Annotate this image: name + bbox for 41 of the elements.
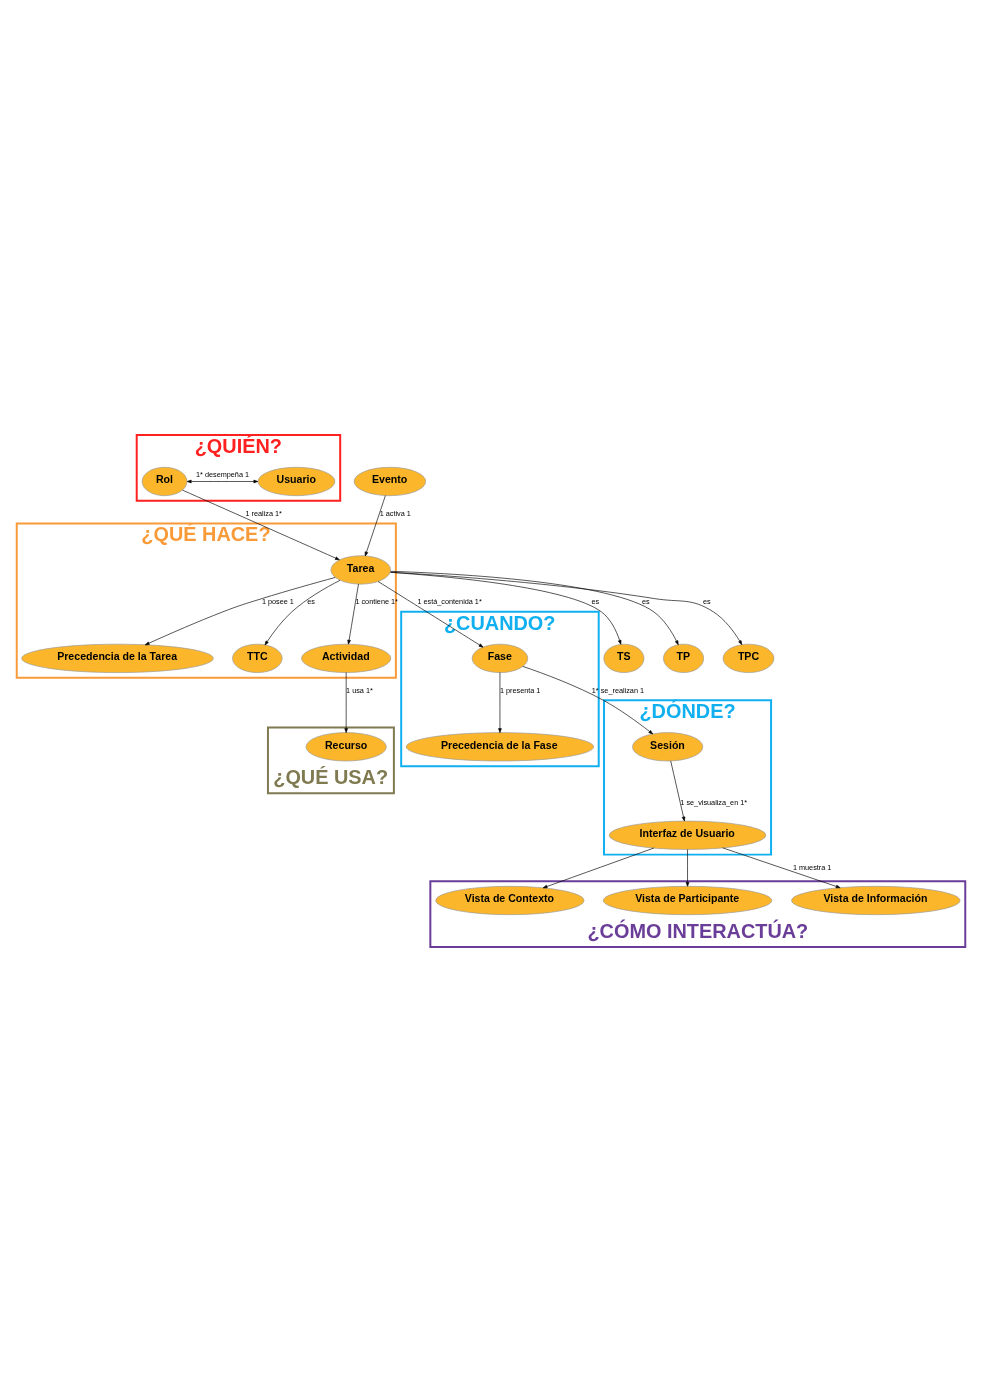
arrow bbox=[347, 583, 359, 644]
node-ellipse: Rol bbox=[141, 466, 188, 496]
edge-label: 1 realiza 1* bbox=[245, 508, 282, 518]
edge-label: es bbox=[702, 596, 711, 606]
edge-label: 1* desempeña 1 bbox=[196, 469, 250, 479]
arrow bbox=[390, 571, 743, 645]
edge-label: 1 activa 1 bbox=[379, 508, 411, 518]
arrow bbox=[377, 580, 484, 647]
arrow bbox=[364, 494, 386, 556]
edge-label: 1 está_contenida 1* bbox=[417, 596, 482, 606]
arrow bbox=[390, 570, 679, 645]
arrow bbox=[522, 665, 654, 734]
node-ellipse: Evento bbox=[353, 466, 427, 496]
edge-label: 1 posee 1 bbox=[261, 596, 294, 606]
arrow bbox=[498, 671, 502, 733]
edge-label: es bbox=[307, 596, 315, 606]
arrow bbox=[182, 489, 340, 560]
arrow bbox=[685, 848, 690, 887]
node-ellipse: TTC bbox=[232, 643, 283, 673]
edge-label: es bbox=[641, 596, 650, 606]
edge-label: 1 se_visualiza_en 1* bbox=[680, 797, 748, 806]
arrow bbox=[144, 576, 336, 645]
node-ellipse: Recurso bbox=[305, 731, 387, 761]
arrow bbox=[670, 760, 686, 821]
edge-label: 1 usa 1* bbox=[346, 685, 373, 695]
node-ellipse: Interfaz de Usuario bbox=[608, 820, 767, 850]
node-ellipse: Usuario bbox=[257, 466, 336, 496]
node-ellipse: TPC bbox=[722, 643, 775, 673]
arrow bbox=[186, 479, 259, 483]
arrow bbox=[542, 847, 655, 888]
arrow bbox=[264, 579, 341, 645]
node-ellipse: Precedencia de la Fase bbox=[405, 731, 594, 761]
arrow bbox=[722, 847, 841, 888]
node-ellipse: TP bbox=[663, 643, 704, 673]
edge-label: 1 presenta 1 bbox=[499, 685, 541, 695]
node-ellipse: Actividad bbox=[301, 643, 392, 673]
edge-label: 1 muestra 1 bbox=[792, 862, 832, 872]
arrow bbox=[344, 671, 348, 733]
edge-label: es bbox=[591, 596, 600, 606]
node-ellipse: TS bbox=[603, 643, 645, 673]
node-ellipse: Vista de Participante bbox=[602, 885, 773, 915]
